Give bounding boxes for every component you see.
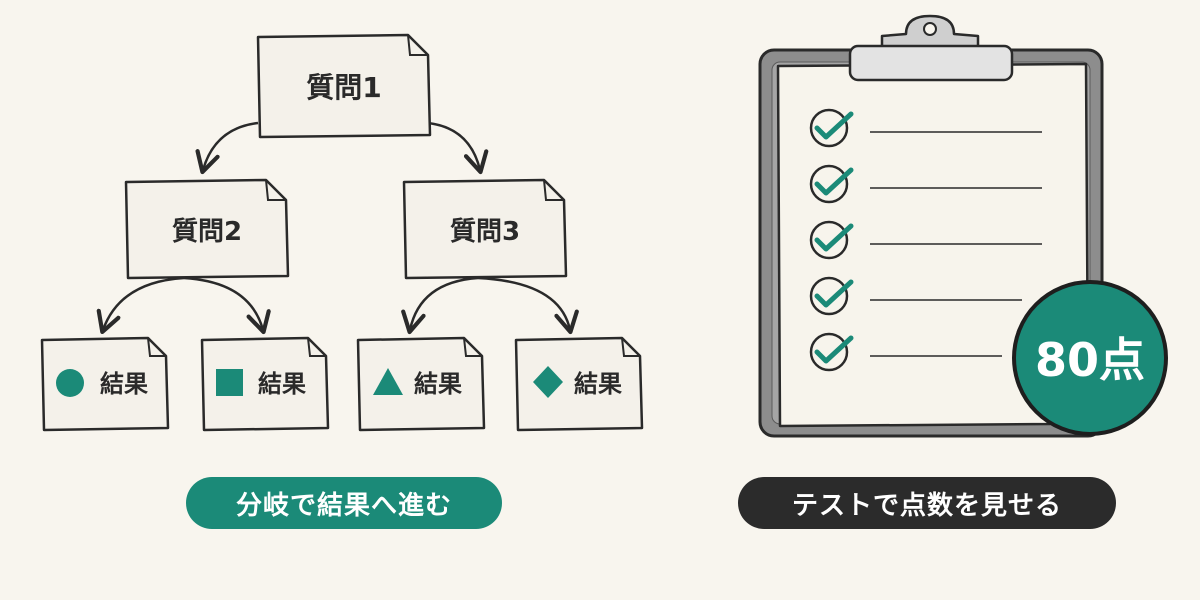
checklist-row xyxy=(809,332,1002,372)
checkbox-circle xyxy=(809,108,849,148)
arrow-q3-to-result3 xyxy=(401,276,479,335)
arrow-q2-to-result1 xyxy=(96,276,185,335)
square-icon xyxy=(216,369,243,396)
arrow-q3-to-result4 xyxy=(477,276,579,335)
question-card-2: 質問2 xyxy=(124,178,290,280)
checkbox-circle xyxy=(809,276,849,316)
arrow-q1-to-q3 xyxy=(427,121,489,175)
result-card-3: 結果 xyxy=(356,336,486,432)
triangle-icon xyxy=(373,368,403,395)
result-label-3: 結果 xyxy=(414,370,462,398)
check-icon xyxy=(814,335,854,364)
score-badge-label: 80点 xyxy=(1035,333,1145,387)
result-label-1: 結果 xyxy=(100,370,148,398)
clipboard xyxy=(758,14,1104,438)
caption-right: テストで点数を見せる xyxy=(738,477,1116,529)
result-card-2: 結果 xyxy=(200,336,330,432)
check-icon xyxy=(814,167,854,196)
check-icon xyxy=(814,111,854,140)
arrow-q2-to-result2 xyxy=(183,276,271,335)
decision-tree: 質問1 質問2 質問3 結果 結果 xyxy=(40,33,644,432)
circle-icon xyxy=(56,369,84,397)
question-label-3: 質問3 xyxy=(450,217,520,247)
result-card-4: 結果 xyxy=(514,336,644,432)
caption-left: 分岐で結果へ進む xyxy=(186,477,502,529)
result-label-4: 結果 xyxy=(574,370,622,398)
question-card-3: 質問3 xyxy=(402,178,568,280)
checkbox-circle xyxy=(809,164,849,204)
score-badge: 80点 xyxy=(1012,280,1168,436)
result-card-1: 結果 xyxy=(40,336,170,432)
clip-icon xyxy=(848,14,1014,82)
diamond-icon xyxy=(533,366,563,398)
check-icon xyxy=(814,223,854,252)
checkbox-circle xyxy=(809,332,849,372)
checklist-row xyxy=(809,220,1042,260)
checklist xyxy=(809,108,1042,372)
result-label-2: 結果 xyxy=(258,370,306,398)
checkbox-circle xyxy=(809,220,849,260)
question-label-1: 質問1 xyxy=(306,71,381,104)
arrow-q1-to-q2 xyxy=(195,121,259,175)
checklist-row xyxy=(809,108,1042,148)
check-icon xyxy=(814,279,854,308)
question-card-1: 質問1 xyxy=(256,33,432,139)
question-label-2: 質問2 xyxy=(172,217,242,247)
checklist-row xyxy=(809,276,1022,316)
checklist-row xyxy=(809,164,1042,204)
